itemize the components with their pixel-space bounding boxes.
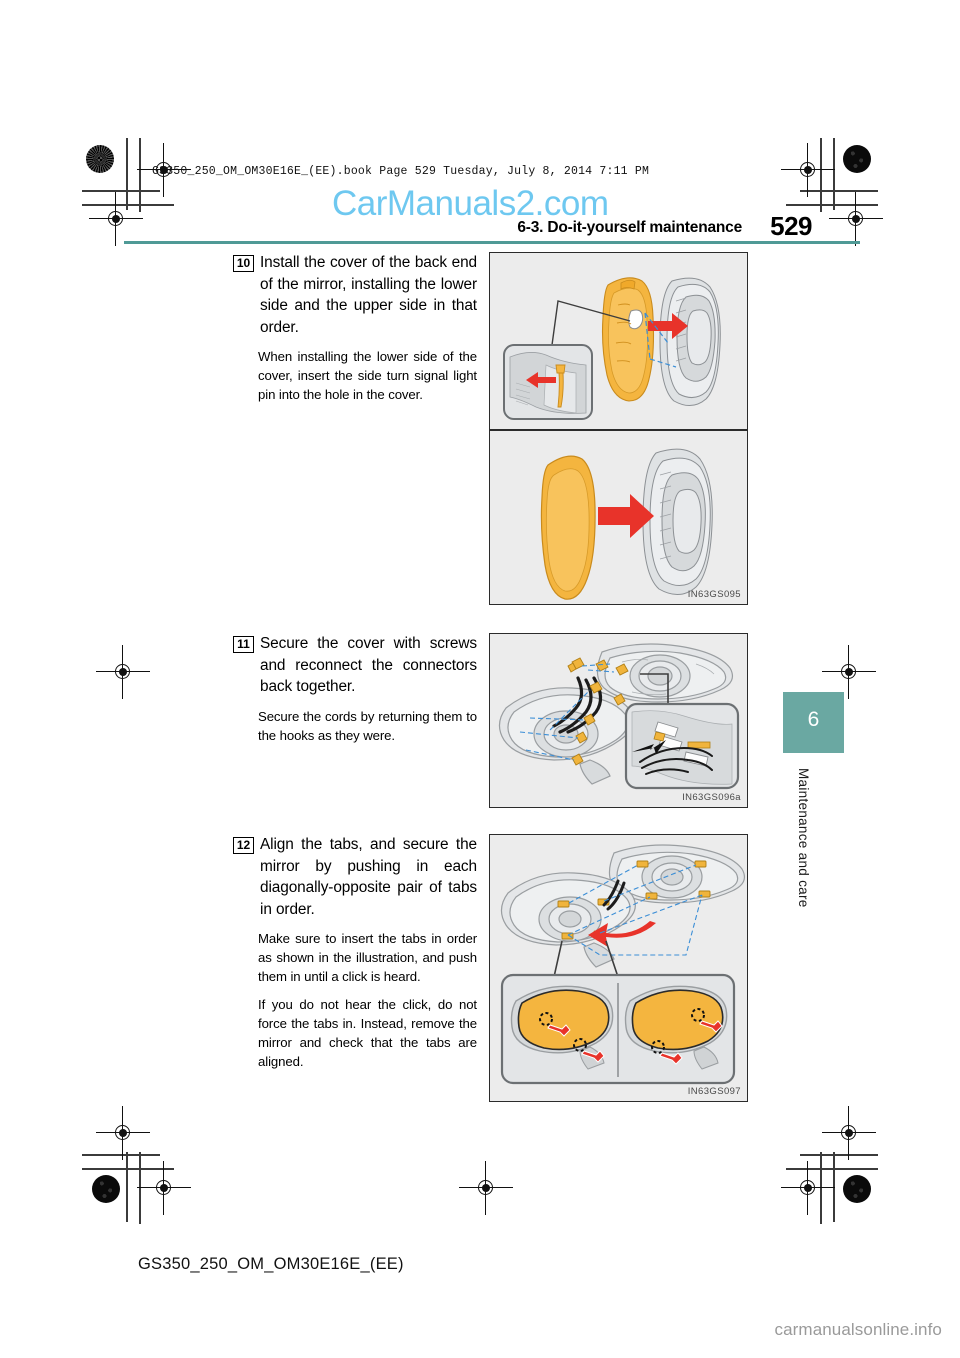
registration-mark [822,645,876,699]
illustration-panel-1: IN63GS095 [489,252,748,605]
step-11-text: 11 Secure the cover with screws and reco… [233,633,489,745]
step-title: Install the cover of the back end of the… [260,254,477,336]
step-number-badge: 12 [233,837,254,854]
step-title: Secure the cover with screws and reconne… [260,635,477,695]
registration-mark [781,143,835,197]
step-number-badge: 11 [233,636,254,653]
step-note: Secure the cords by returning them to th… [258,708,477,743]
step-note: If you do not hear the click, do not for… [258,997,477,1069]
registration-mark [459,1161,513,1215]
footer-document-code: GS350_250_OM_OM30E16E_(EE) [138,1255,404,1273]
crop-line [139,138,141,212]
crop-line [126,138,128,210]
step-11: 11 Secure the cover with screws and reco… [233,633,754,808]
panel-divider [490,429,747,431]
tab-push-marker [539,1012,605,1063]
chapter-number: 6 [807,708,820,731]
crop-line [82,1154,160,1156]
step-12-text: 12 Align the tabs, and secure the mirror… [233,834,489,1071]
illustration-align-tabs [500,844,745,1085]
screw-icon [567,657,629,766]
crop-line [800,1154,878,1156]
illustration-cover-seat [540,448,713,600]
registration-mark [89,192,143,246]
step-10-text: 10 Install the cover of the back end of … [233,252,489,404]
illustration-cover-install [503,277,721,420]
crop-line [82,1168,174,1170]
step-10-heading: 10 Install the cover of the back end of … [233,252,477,338]
crop-line [820,138,822,212]
crop-line [786,1168,878,1170]
crop-line [800,190,878,192]
registration-mark [822,1106,876,1160]
page-number: 529 [770,211,812,241]
crop-line [126,1152,128,1222]
step-note: When installing the lower side of the co… [258,349,477,402]
crop-line [82,190,160,192]
density-dot-mark [92,1175,120,1203]
tab-push-marker [651,1008,723,1065]
content-column: 10 Install the cover of the back end of … [233,252,754,1102]
crop-line [833,138,835,210]
step-12: 12 Align the tabs, and secure the mirror… [233,834,754,1102]
registration-mark [137,1161,191,1215]
step-12-heading: 12 Align the tabs, and secure the mirror… [233,834,477,920]
chapter-tab: 6 [783,692,844,753]
step-title: Align the tabs, and secure the mirror by… [260,836,477,918]
step-10: 10 Install the cover of the back end of … [233,252,754,605]
registration-mark [137,143,191,197]
header-section-title: 6-3. Do-it-yourself maintenance [517,219,742,236]
illustration-id: IN63GS097 [687,1086,741,1097]
crop-line [82,204,174,206]
header-rule [124,241,860,244]
density-dot-mark [86,145,114,173]
density-dot-mark [843,1175,871,1203]
watermark-carmanuals2: CarManuals2.com [332,184,609,223]
illustration-id: IN63GS096a [682,792,741,803]
registration-mark [96,645,150,699]
illustration-panel-3: IN63GS097 [489,834,748,1102]
illustration-panel-2: IN63GS096a [489,633,748,808]
registration-mark [96,1106,150,1160]
density-dot-mark [843,145,871,173]
tab-marker [636,860,711,900]
chapter-label: Maintenance and care [796,768,811,908]
step-note: Make sure to insert the tabs in order as… [258,931,477,984]
book-source-line: GS350_250_OM_OM30E16E_(EE).book Page 529… [152,165,650,178]
illustration-id: IN63GS095 [687,589,741,600]
registration-mark [829,192,883,246]
registration-mark [781,1161,835,1215]
step-11-heading: 11 Secure the cover with screws and reco… [233,633,477,698]
crop-line [786,204,878,206]
footer-brand: carmanualsonline.info [774,1320,942,1339]
red-arrow-icon [598,494,654,538]
red-arrow-icon [648,313,688,339]
step-number-badge: 10 [233,255,254,272]
illustration-screws-connectors [498,643,740,790]
